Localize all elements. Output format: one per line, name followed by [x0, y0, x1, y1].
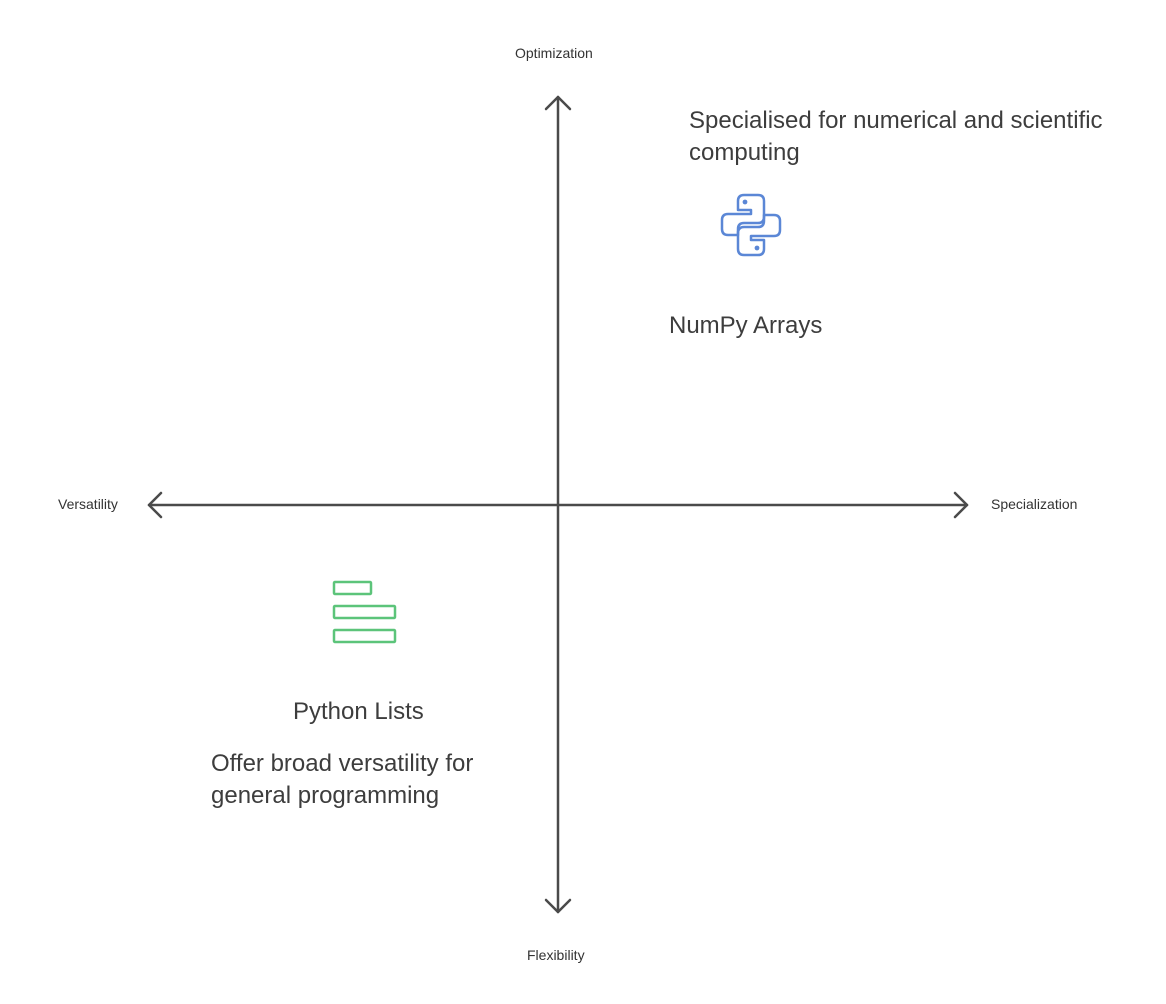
arrow-right-icon — [953, 491, 969, 519]
arrow-up-icon — [544, 95, 572, 111]
numpy-description: Specialised for numerical and scientific… — [689, 107, 1103, 166]
axis-label-left: Versatility — [58, 496, 118, 512]
axis-label-bottom: Flexibility — [527, 947, 585, 963]
axis-label-top: Optimization — [515, 45, 593, 61]
list-bars-icon — [332, 580, 397, 644]
lists-description: Offer broad versatility for general prog… — [211, 750, 474, 809]
axis-label-right: Specialization — [991, 496, 1078, 512]
numpy-title: NumPy Arrays — [669, 312, 823, 339]
arrow-down-icon — [544, 898, 572, 914]
arrow-left-icon — [147, 491, 163, 519]
python-logo-icon — [720, 193, 782, 257]
lists-title: Python Lists — [293, 698, 424, 725]
